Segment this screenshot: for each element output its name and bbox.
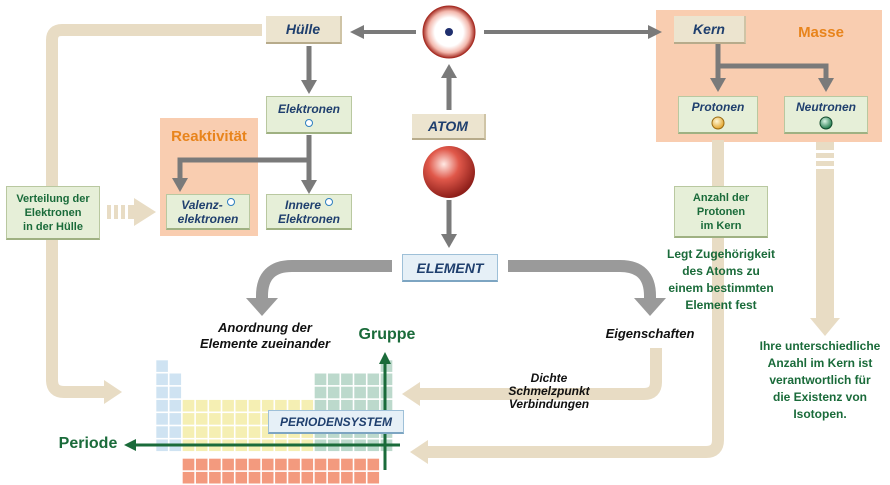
verteilung-node: Verteilung der Elektronen in der Hülle xyxy=(6,186,100,240)
electron-icon xyxy=(305,119,313,127)
valenz-line2: elektronen xyxy=(177,211,239,226)
zugehoerigkeit-line4: Element fest xyxy=(685,298,757,312)
protonen-to-ps-connector xyxy=(428,140,724,458)
gruppe-label: Gruppe xyxy=(358,326,416,343)
innere-elektronen-node: Innere Elektronen xyxy=(266,194,352,230)
anzahl-line2: Protonen xyxy=(696,205,746,218)
verbindungen-label: Verbindungen xyxy=(508,397,590,411)
anordnung-text: Anordnung der Elemente zueinander xyxy=(180,320,350,352)
reaktivitaet-label: Reaktivität xyxy=(171,128,247,145)
atom-to-kern-arrow xyxy=(484,25,662,39)
atom-to-huelle-arrow xyxy=(350,25,416,39)
kern-label: Kern xyxy=(693,21,725,37)
innere-line1: Innere xyxy=(284,197,321,212)
protonen-to-ps-arrowhead xyxy=(410,440,428,464)
neutronen-to-isotope-connector xyxy=(816,142,834,320)
zugehoerigkeit-text: Legt Zugehörigkeit des Atoms zu einem be… xyxy=(646,246,796,314)
inner-electron-icon xyxy=(325,197,333,206)
element-to-anordnung-arrow xyxy=(256,260,392,300)
valenz-line1: Valenz- xyxy=(181,197,223,212)
atom-ball-icon xyxy=(423,146,475,198)
atom-node: ATOM xyxy=(412,114,486,140)
element-label: ELEMENT xyxy=(416,259,484,276)
eigenschaften-to-ps-arrowhead xyxy=(402,382,420,406)
anzahl-line3: im Kern xyxy=(700,219,742,232)
periodensystem-node: PERIODENSYSTEM xyxy=(268,410,404,434)
verteilung-line1: Verteilung der xyxy=(16,192,90,205)
element-node: ELEMENT xyxy=(402,254,498,282)
periode-label: Periode xyxy=(58,435,118,452)
isotope-line4: die Existenz von xyxy=(772,390,868,404)
eigenschaften-label: Eigenschaften xyxy=(605,326,695,341)
elektronen-split-arrows xyxy=(172,135,317,194)
huelle-node: Hülle xyxy=(266,16,342,44)
neutronen-label: Neutronen xyxy=(796,99,856,114)
eigenschaften-to-ps-connector xyxy=(420,348,662,400)
kern-split-arrows xyxy=(710,44,834,92)
isotope-text: Ihre unterschiedliche Anzahl im Kern ist… xyxy=(752,338,888,423)
neutronen-node: Neutronen xyxy=(784,96,868,134)
schmelzpunkt-label: Schmelzpunkt xyxy=(508,384,590,398)
anordnung-line2: Elemente zueinander xyxy=(199,336,331,351)
huelle-label: Hülle xyxy=(285,21,321,37)
atom-label: ATOM xyxy=(428,118,468,134)
zugehoerigkeit-line3: einem bestimmten xyxy=(668,281,774,295)
periodensystem-label: PERIODENSYSTEM xyxy=(279,414,393,429)
verteilung-line3: in der Hülle xyxy=(23,220,83,233)
protonen-node: Protonen xyxy=(678,96,758,134)
atom-to-element-arrow xyxy=(441,200,457,248)
protonen-label: Protonen xyxy=(691,99,745,114)
element-to-eigenschaften-arrow xyxy=(508,260,656,300)
eigenschaften-liste: Dichte Schmelzpunkt Verbindungen xyxy=(490,372,608,411)
masse-label: Masse xyxy=(798,24,844,41)
isotope-line3: verantwortlich für xyxy=(769,373,871,387)
isotope-line1: Ihre unterschiedliche xyxy=(759,339,881,353)
isotope-line2: Anzahl im Kern ist xyxy=(767,356,873,370)
verteilung-to-valenz-arrow xyxy=(107,198,156,226)
zugehoerigkeit-line2: des Atoms zu xyxy=(682,264,760,278)
innere-line2: Elektronen xyxy=(277,211,340,226)
atom-label-up-arrow xyxy=(441,64,457,110)
proton-icon xyxy=(711,116,725,129)
huelle-to-elektronen-arrow xyxy=(301,46,317,94)
anzahl-protonen-node: Anzahl der Protonen im Kern xyxy=(674,186,768,238)
zugehoerigkeit-line1: Legt Zugehörigkeit xyxy=(667,247,775,261)
valenzelektronen-node: Valenz- elektronen xyxy=(166,194,250,230)
kern-node: Kern xyxy=(674,16,746,44)
elektronen-label: Elektronen xyxy=(277,102,340,116)
neutron-icon xyxy=(819,116,833,129)
isotope-line5: Isotopen. xyxy=(793,407,847,421)
anzahl-line1: Anzahl der xyxy=(692,191,750,204)
verteilung-line2: Elektronen xyxy=(24,206,82,219)
neutronen-to-isotope-arrowhead xyxy=(810,318,840,336)
huelle-to-ps-arrowhead xyxy=(104,380,122,404)
elektronen-node: Elektronen xyxy=(266,96,352,134)
valence-electron-icon xyxy=(226,197,235,206)
dichte-label: Dichte xyxy=(530,371,568,385)
anordnung-line1: Anordnung der xyxy=(218,320,312,335)
